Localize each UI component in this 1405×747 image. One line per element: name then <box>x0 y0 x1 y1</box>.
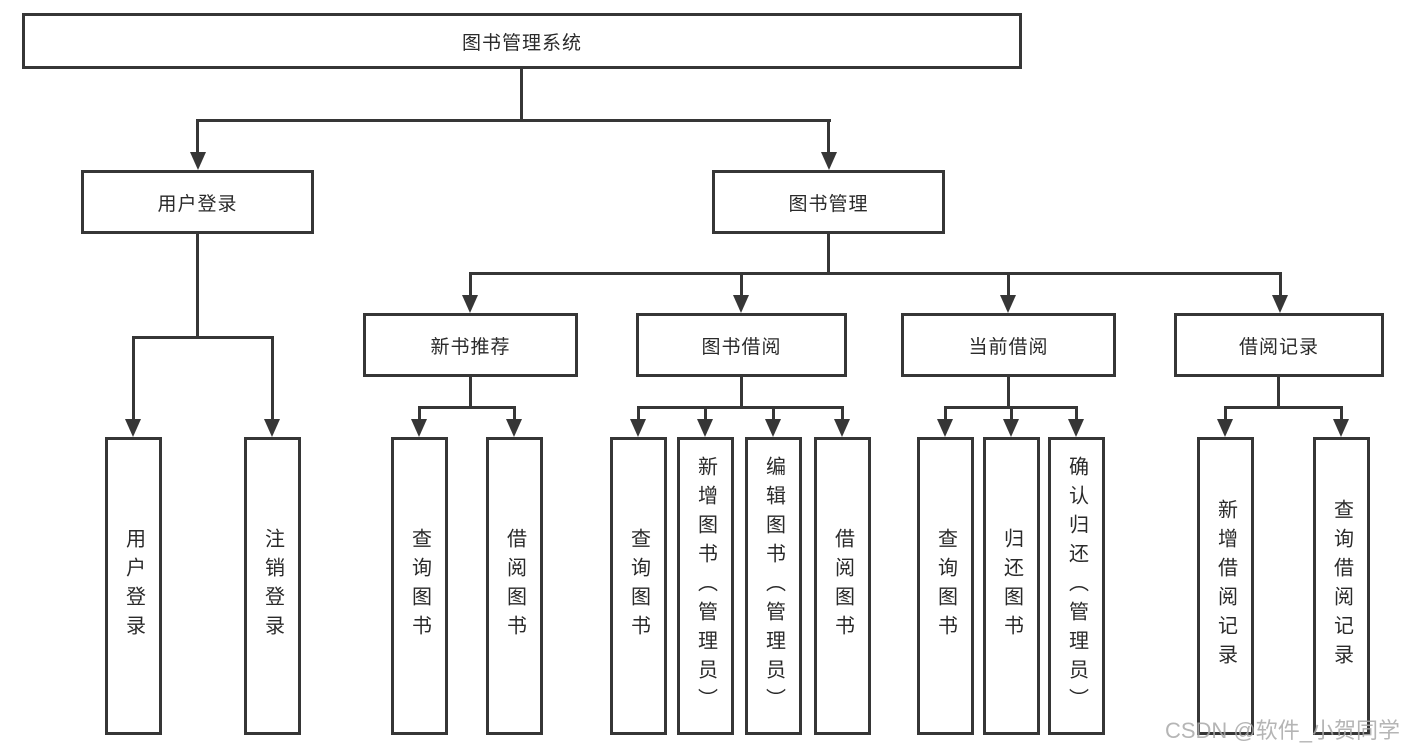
leaf-borrow-books-borrowing: 借阅图书 <box>814 437 871 735</box>
arrowhead <box>821 152 837 170</box>
node-new-book-recommendation: 新书推荐 <box>363 313 578 377</box>
arrowhead <box>697 419 713 437</box>
arrowhead <box>411 419 427 437</box>
connector-root-bus <box>196 119 831 122</box>
arrowhead <box>834 419 850 437</box>
leaf-add-books-admin: 新增图书（管理员） <box>677 437 734 735</box>
arrowhead <box>125 419 141 437</box>
arrowhead <box>1068 419 1084 437</box>
node-user-login: 用户登录 <box>81 170 314 234</box>
node-label: 图书管理系统 <box>461 32 582 54</box>
node-system-root: 图书管理系统 <box>22 13 1022 69</box>
leaf-label: 查询借阅记录 <box>1330 499 1353 673</box>
arrowhead <box>630 419 646 437</box>
connector-stem <box>469 272 472 296</box>
connector-group-bus <box>637 406 844 409</box>
leaf-label: 查询图书 <box>408 528 431 644</box>
leaf-label: 新增借阅记录 <box>1214 499 1237 673</box>
connector-stem <box>704 406 707 420</box>
arrowhead <box>506 419 522 437</box>
connector-group-down <box>1007 377 1010 407</box>
node-book-borrowing: 图书借阅 <box>636 313 847 377</box>
leaf-query-books-borrowing: 查询图书 <box>610 437 667 735</box>
leaf-edit-books-admin: 编辑图书（管理员） <box>745 437 802 735</box>
connector-group-down <box>469 377 472 407</box>
arrowhead <box>190 152 206 170</box>
leaf-query-borrow-record: 查询借阅记录 <box>1313 437 1370 735</box>
connector-stem <box>132 336 135 420</box>
leaf-label: 编辑图书（管理员） <box>762 455 785 717</box>
connector-stem <box>827 119 830 153</box>
arrowhead <box>937 419 953 437</box>
connector-stem <box>637 406 640 420</box>
leaf-label: 借阅图书 <box>503 528 526 644</box>
leaf-confirm-return-admin: 确认归还（管理员） <box>1048 437 1105 735</box>
csdn-watermark: CSDN @软件_小贺同学 <box>1164 718 1400 743</box>
connector-stem <box>1340 406 1343 420</box>
leaf-label: 新增图书（管理员） <box>694 455 717 717</box>
connector-stem <box>944 406 947 420</box>
arrowhead <box>1003 419 1019 437</box>
leaf-query-books-recommend: 查询图书 <box>391 437 448 735</box>
arrowhead <box>264 419 280 437</box>
connector-group-down <box>740 377 743 407</box>
leaf-label: 用户登录 <box>122 528 145 644</box>
connector-stem <box>1007 272 1010 296</box>
connector-bookmgmt-down <box>827 234 830 273</box>
leaf-label: 查询图书 <box>627 528 650 644</box>
leaf-user-login: 用户登录 <box>105 437 162 735</box>
connector-stem <box>418 406 421 420</box>
connector-stem <box>1224 406 1227 420</box>
leaf-label: 确认归还（管理员） <box>1065 455 1088 717</box>
leaf-borrow-books-recommend: 借阅图书 <box>486 437 543 735</box>
connector-stem <box>513 406 516 420</box>
connector-stem <box>1279 272 1282 296</box>
leaf-return-books: 归还图书 <box>983 437 1040 735</box>
leaf-query-books-current: 查询图书 <box>917 437 974 735</box>
node-label: 图书管理 <box>788 193 869 215</box>
connector-root-down <box>520 69 523 119</box>
connector-stem <box>271 336 274 420</box>
arrowhead <box>765 419 781 437</box>
node-borrowing-records: 借阅记录 <box>1174 313 1384 377</box>
connector-stem <box>196 119 199 153</box>
leaf-label: 借阅图书 <box>831 528 854 644</box>
leaf-label: 归还图书 <box>1000 528 1023 644</box>
connector-userlogin-down <box>196 234 199 337</box>
connector-stem <box>1010 406 1013 420</box>
leaf-add-borrow-record: 新增借阅记录 <box>1197 437 1254 735</box>
arrowhead <box>1333 419 1349 437</box>
node-current-borrowing: 当前借阅 <box>901 313 1116 377</box>
node-label: 新书推荐 <box>430 336 511 358</box>
node-label: 用户登录 <box>157 193 238 215</box>
node-label: 当前借阅 <box>968 336 1049 358</box>
node-label: 借阅记录 <box>1238 336 1319 358</box>
arrowhead <box>1217 419 1233 437</box>
node-label: 图书借阅 <box>701 336 782 358</box>
connector-stem <box>740 272 743 296</box>
connector-group-down <box>1277 377 1280 407</box>
connector-userlogin-bus <box>132 336 274 339</box>
arrowhead <box>733 295 749 313</box>
connector-stem <box>772 406 775 420</box>
connector-group-bus <box>418 406 516 409</box>
arrowhead <box>462 295 478 313</box>
leaf-label: 注销登录 <box>261 528 284 644</box>
node-book-management: 图书管理 <box>712 170 945 234</box>
connector-group-bus <box>1224 406 1343 409</box>
arrowhead <box>1000 295 1016 313</box>
connector-stem <box>1075 406 1078 420</box>
leaf-label: 查询图书 <box>934 528 957 644</box>
connector-bookmgmt-bus <box>469 272 1282 275</box>
leaf-logout: 注销登录 <box>244 437 301 735</box>
connector-stem <box>841 406 844 420</box>
arrowhead <box>1272 295 1288 313</box>
